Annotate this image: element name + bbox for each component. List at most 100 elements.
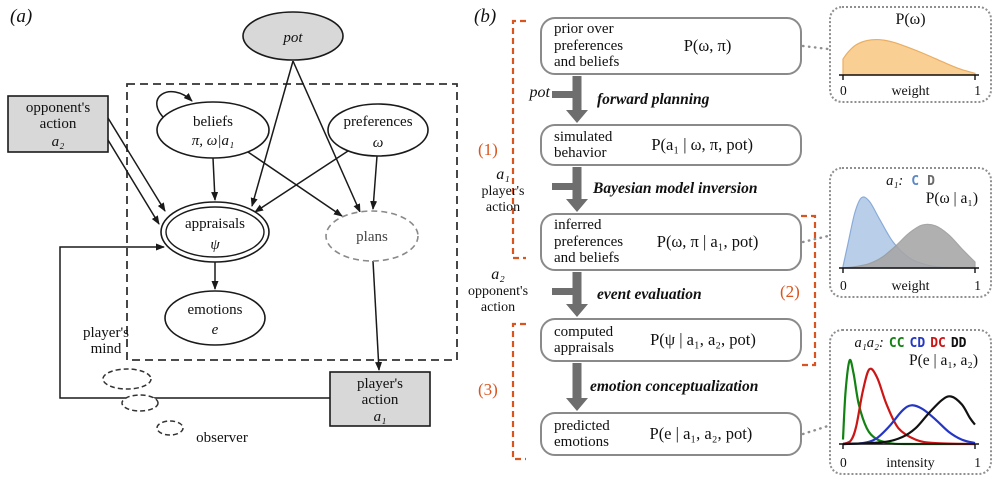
connector-emotions-plot	[801, 424, 830, 436]
preferences-label: preferences	[343, 114, 412, 130]
curve-prior	[842, 38, 976, 76]
curve-DD	[842, 395, 976, 446]
plot-emotions-legend-prefix: a₁a₂:	[854, 335, 884, 351]
plot-prior-tick0: 0	[840, 83, 847, 98]
flow-box-emotions: predicted emotions P(e | a₁, a₂, pot)	[540, 412, 802, 456]
input-a1-var: a₁	[496, 166, 510, 183]
input-pot: pot	[498, 84, 550, 102]
plot-emotions-canvas	[839, 358, 979, 449]
plot-inferred-legend-prefix: a₁:	[886, 173, 904, 189]
plot-prior-xlabel: weight	[891, 84, 930, 99]
plot-emotions-area: P(e | a₁, a₂)	[839, 352, 982, 455]
flow-box-appraisals-line2: appraisals	[554, 340, 614, 356]
thought-bubble-small	[156, 420, 184, 436]
plot-emotions-tick0: 0	[840, 455, 847, 470]
bracket-3	[511, 322, 526, 461]
input-a2-line3: action	[480, 300, 516, 316]
flow-box-emotions-line2: emotions	[554, 434, 609, 450]
stage-brackets	[511, 19, 817, 461]
player-action-var: a₁	[374, 409, 387, 425]
preferences-to-plans-arrow	[370, 155, 378, 210]
player-action-node	[329, 371, 431, 427]
pot-node-label: pot	[282, 30, 303, 46]
bracket-label-2: (2)	[780, 282, 800, 301]
plot-prior-canvas	[839, 38, 979, 80]
appraisals-node-outer	[160, 201, 270, 263]
flow-box-emotions-formula: P(e | a₁, a₂, pot)	[649, 424, 753, 443]
plot-emotions-xlabel: intensity	[886, 456, 935, 471]
plot-inferred: a₁: C D P(ω | a₁) 0 weight 1	[829, 167, 992, 298]
input-a2: a₂ opponent's action	[460, 266, 536, 317]
beliefs-label: beliefs	[193, 114, 233, 130]
player-action-line2: action	[362, 392, 399, 408]
curve-CC	[841, 358, 976, 446]
flow-arrow-2	[566, 167, 588, 212]
plans-node	[325, 210, 419, 262]
flow-arrow-3	[566, 272, 588, 317]
preferences-to-appraisals-arrow	[254, 150, 349, 213]
opponent-to-appraisals-arrow-2	[107, 139, 160, 225]
flow-box-prior-text: prior over preferences and beliefs	[554, 21, 623, 71]
plot-connectors	[801, 44, 830, 436]
plot-emotions-title: P(e | a₁, a₂)	[909, 352, 978, 369]
curve-DC	[842, 367, 976, 446]
plot-inferred-legend: a₁: C D	[839, 172, 982, 190]
plot-prior-area	[839, 29, 982, 83]
beliefs-self-loop-arrow	[156, 90, 193, 121]
pot-to-plans-arrow	[292, 60, 361, 213]
flow-box-emotions-line1: predicted	[554, 417, 610, 434]
plot-inferred-title: P(ω | a₁)	[925, 190, 978, 207]
plot-prior-axis-labels: 0 weight 1	[839, 83, 982, 99]
flow-box-appraisals-text: computed appraisals	[554, 324, 614, 357]
flow-box-inferred-line3: and beliefs	[554, 250, 620, 267]
legend-item-C: C	[911, 174, 920, 189]
flow-box-simulated-line2: behavior	[554, 145, 607, 161]
beliefs-to-plans-arrow	[247, 151, 343, 217]
player-action-line1: player's	[357, 376, 403, 392]
preferences-node	[327, 103, 429, 157]
appraisals-node-inner	[165, 206, 265, 258]
flow-box-emotions-text: predicted emotions	[554, 418, 610, 451]
legend-item-CC: CC	[888, 336, 905, 351]
connector-prior-plot	[801, 44, 830, 51]
emotions-var: e	[212, 322, 219, 338]
flow-box-inferred-line2: preferences	[554, 233, 624, 250]
appraisals-label: appraisals	[185, 216, 245, 232]
curve-CD	[842, 404, 976, 446]
flow-box-inferred-line1: inferred	[554, 217, 602, 234]
arrow-label-event-evaluation: event evaluation	[597, 286, 702, 303]
flow-box-prior-line2: preferences	[554, 37, 624, 54]
input-pot-var: pot	[529, 84, 550, 101]
pot-to-appraisals-arrow	[250, 60, 294, 207]
input-a1-line3: action	[485, 200, 521, 216]
plans-to-action-arrow	[372, 260, 383, 371]
beliefs-var: π, ω|a₁	[192, 133, 234, 149]
flow-box-prior-line3: and beliefs	[554, 54, 620, 71]
observer-label: observer	[196, 430, 248, 446]
plot-inferred-area: P(ω | a₁)	[839, 190, 982, 278]
appraisals-var: ψ	[210, 237, 220, 253]
plot-inferred-xlabel: weight	[891, 279, 930, 294]
flow-arrow-1	[566, 76, 588, 123]
plot-inferred-tick0: 0	[840, 278, 847, 293]
opponent-action-node	[7, 95, 109, 153]
plot-inferred-axis-labels: 0 weight 1	[839, 278, 982, 294]
emotions-label: emotions	[188, 302, 243, 318]
flow-box-appraisals-line1: computed	[554, 323, 614, 340]
thought-bubble-large	[102, 368, 152, 390]
flow-box-simulated-formula: P(a₁ | ω, π, pot)	[651, 135, 753, 154]
beliefs-node	[156, 101, 270, 159]
connector-inferred-plot	[801, 234, 830, 244]
plot-emotions-tick1: 1	[974, 455, 981, 470]
input-stub-a1	[552, 183, 573, 190]
bracket-label-3: (3)	[478, 380, 498, 399]
bracket-2	[801, 214, 817, 367]
flow-box-inferred: inferred preferences and beliefs P(ω, π …	[540, 213, 802, 271]
legend-item-DD: DD	[950, 336, 967, 351]
bracket-label-1: (1)	[478, 140, 498, 159]
input-a2-var: a₂	[491, 266, 505, 283]
opponent-action-var: a₂	[52, 134, 65, 150]
plot-emotions-legend: a₁a₂: CC CD DC DD	[839, 334, 982, 352]
